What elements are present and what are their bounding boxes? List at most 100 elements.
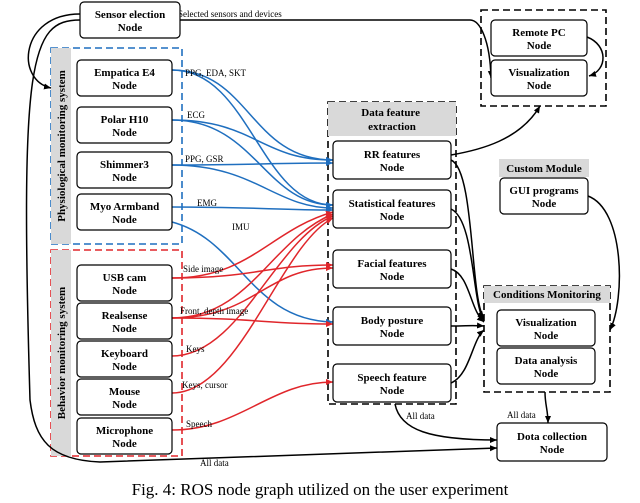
- edge-label-keys-cursor: Keys, cursor: [182, 380, 228, 390]
- edge-28: [544, 391, 551, 424]
- figure-caption: Fig. 4: ROS node graph utilized on the u…: [131, 480, 509, 499]
- custom-module-group: Custom Module: [499, 159, 589, 177]
- node-usbcam-line-1: USB cam: [103, 272, 147, 284]
- node-polar-line-2: Node: [112, 127, 137, 139]
- edge-13: [171, 317, 334, 327]
- conditions-monitoring-label: Conditions Monitoring: [493, 289, 601, 301]
- node-speech-line-1: Speech feature: [357, 372, 426, 384]
- edge-14: [171, 215, 334, 357]
- edge-29: [27, 13, 81, 90]
- node-usbcam-line-2: Node: [112, 285, 137, 297]
- edge-label-speech: Speech: [186, 419, 212, 429]
- node-empatica-line-2: Node: [112, 80, 137, 92]
- edges: [25, 13, 621, 463]
- behavior-group-label: Behavior monitoring system: [56, 287, 68, 419]
- node-body-line-1: Body posture: [361, 315, 424, 327]
- edge-label-all-data-3: All data: [200, 458, 229, 468]
- edge-21: [450, 329, 485, 384]
- edge-label-imu: IMU: [232, 222, 250, 232]
- node-remotepc-line-1: Remote PC: [512, 27, 566, 39]
- node-speech-line-2: Node: [380, 385, 405, 397]
- edge-1: [171, 69, 334, 163]
- node-facial-line-2: Node: [380, 271, 405, 283]
- edge-19: [450, 268, 485, 323]
- ros-node-graph: Physiological monitoring system Behavior…: [25, 1, 621, 468]
- edge-25: [587, 195, 621, 331]
- node-microphone-line-2: Node: [112, 438, 137, 450]
- feature-extraction-group: Data feature extraction: [327, 101, 457, 405]
- node-gui-line-2: Node: [532, 198, 557, 210]
- node-shimmer-line-1: Shimmer3: [100, 159, 149, 171]
- feature-extraction-label: Data feature extraction: [361, 107, 423, 133]
- edge-22: [180, 19, 494, 79]
- node-empatica-line-1: Empatica E4: [94, 67, 155, 79]
- node-sensor-election-line-1: Sensor election: [95, 9, 165, 21]
- edge-16: [171, 379, 334, 431]
- node-gui-line-1: GUI programs: [509, 185, 579, 197]
- physiological-group-label: Physiological monitoring system: [56, 70, 68, 222]
- node-data-collection-line-2: Node: [540, 444, 565, 456]
- edge-label-keys: Keys: [186, 344, 205, 354]
- edge-24: [450, 105, 541, 156]
- node-rr-line-1: RR features: [364, 149, 421, 161]
- node-remotepc-line-2: Node: [527, 40, 552, 52]
- node-keyboard-line-2: Node: [112, 361, 137, 373]
- edge-9: [171, 262, 334, 279]
- edge-12: [171, 213, 334, 319]
- edge-3: [171, 119, 334, 163]
- node-visualization-top-line-2: Node: [527, 80, 552, 92]
- edge-15: [171, 217, 334, 394]
- edge-2: [171, 69, 334, 208]
- custom-module-label: Custom Module: [506, 163, 582, 175]
- edge-label-ppg-gsr: PPG, GSR: [185, 154, 224, 164]
- node-stat-line-1: Statistical features: [349, 198, 437, 210]
- edge-17: [450, 159, 485, 319]
- edge-26: [25, 19, 498, 463]
- conditions-monitoring-group: Conditions Monitoring: [483, 285, 611, 393]
- edge-label-all-data-2: All data: [507, 410, 536, 420]
- node-data-analysis-line-2: Node: [534, 368, 559, 380]
- edge-label-selected: Selected sensors and devices: [178, 9, 282, 19]
- node-visualization-cm-line-1: Visualization: [515, 317, 576, 329]
- node-realsense-line-1: Realsense: [102, 310, 148, 322]
- node-visualization-top-line-1: Visualization: [508, 67, 569, 79]
- node-sensor-election-line-2: Node: [118, 22, 143, 34]
- node-myo-line-2: Node: [112, 214, 137, 226]
- node-microphone-line-1: Microphone: [96, 425, 153, 437]
- edge-10: [171, 211, 334, 279]
- node-myo-line-1: Myo Armband: [90, 201, 159, 213]
- edge-6: [171, 164, 334, 211]
- edge-label-ecg: ECG: [187, 110, 206, 120]
- node-data-analysis-line-1: Data analysis: [515, 355, 578, 367]
- physiological-group: Physiological monitoring system: [50, 47, 183, 245]
- edge-4: [171, 119, 334, 208]
- node-data-collection-line-1: Dota collection: [517, 431, 587, 443]
- node-polar-line-1: Polar H10: [101, 114, 149, 126]
- node-mouse-line-1: Mouse: [109, 386, 140, 398]
- edge-label-side-image: Side image: [183, 264, 223, 274]
- node-keyboard-line-1: Keyboard: [101, 348, 148, 360]
- edge-27: [394, 403, 498, 443]
- node-mouse-line-2: Node: [112, 399, 137, 411]
- edge-8: [171, 221, 334, 325]
- edge-label-emg: EMG: [197, 198, 218, 208]
- behavior-group: Behavior monitoring system: [50, 249, 183, 457]
